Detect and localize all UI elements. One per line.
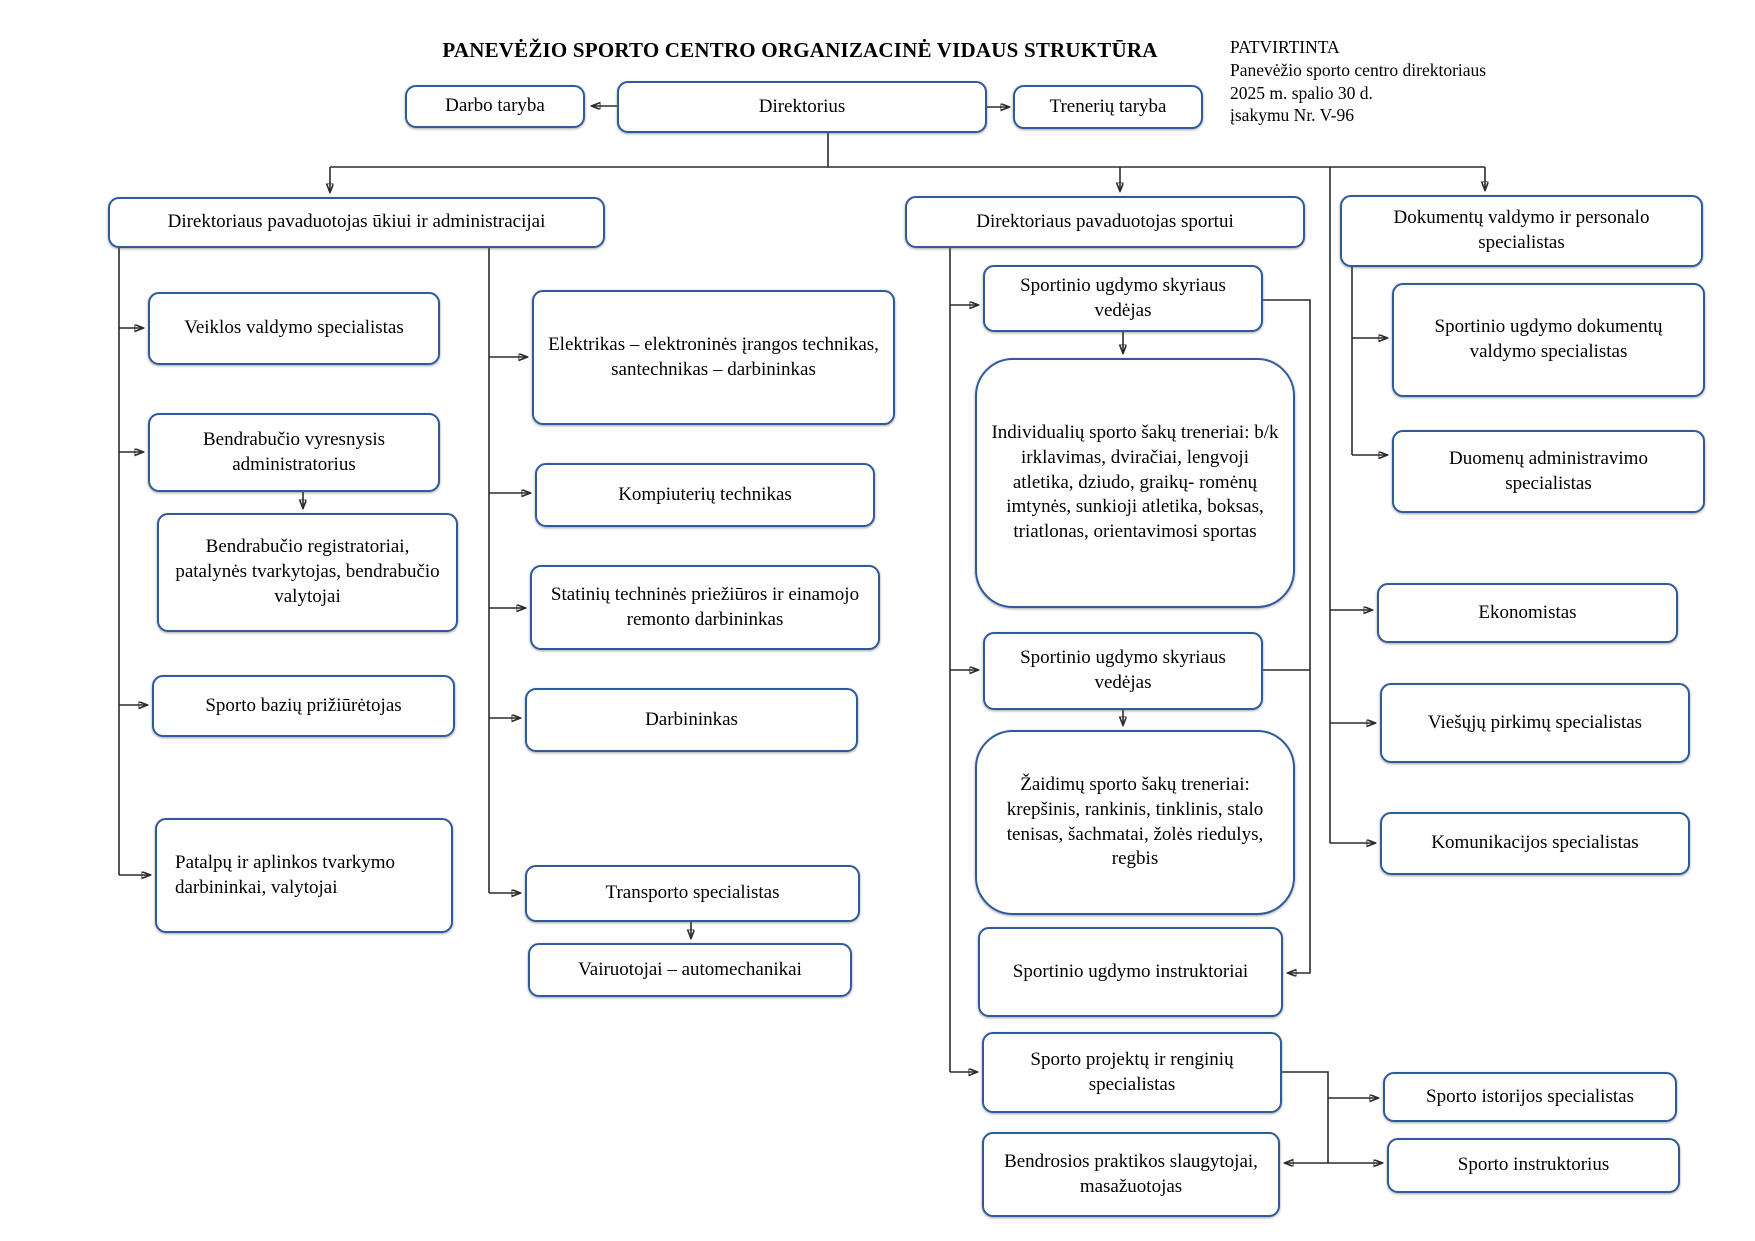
node-ugdymo-vedejas-1: Sportinio ugdymo skyriaus vedėjas — [983, 265, 1263, 332]
node-statiniu-prieziuros: Statinių techninės priežiūros ir einamoj… — [530, 565, 880, 650]
node-patalpu-tvarkymo: Patalpų ir aplinkos tvarkymo darbininkai… — [155, 818, 453, 933]
node-bendrabucio-administratorius: Bendrabučio vyresnysis administratorius — [148, 413, 440, 492]
node-pavaduotojas-sportui: Direktoriaus pavaduotojas sportui — [905, 196, 1305, 248]
node-pavaduotojas-ukiui: Direktoriaus pavaduotojas ūkiui ir admin… — [108, 197, 605, 248]
node-ugdymo-dokumentu: Sportinio ugdymo dokumentų valdymo speci… — [1392, 283, 1705, 397]
node-individualiu-treneriai: Individualių sporto šakų treneriai: b/k … — [975, 358, 1295, 608]
approval-note: PATVIRTINTA Panevėžio sporto centro dire… — [1230, 36, 1540, 127]
node-ugdymo-instruktoriai: Sportinio ugdymo instruktoriai — [978, 927, 1283, 1017]
node-elektrikas: Elektrikas – elektroninės įrangos techni… — [532, 290, 895, 425]
node-ekonomistas: Ekonomistas — [1377, 583, 1678, 643]
node-direktorius: Direktorius — [617, 81, 987, 133]
node-vairuotojai: Vairuotojai – automechanikai — [528, 943, 852, 997]
approval-line-4: įsakymu Nr. V-96 — [1230, 105, 1354, 126]
node-darbo-taryba: Darbo taryba — [405, 85, 585, 128]
node-dokumentu-personalo: Dokumentų valdymo ir personalo specialis… — [1340, 195, 1703, 267]
node-duomenu-administravimo: Duomenų administravimo specialistas — [1392, 430, 1705, 513]
node-komunikacijos: Komunikacijos specialistas — [1380, 812, 1690, 875]
node-bendrosios-praktikos: Bendrosios praktikos slaugytojai, masažu… — [982, 1132, 1280, 1217]
node-bendrabucio-registratoriai: Bendrabučio registratoriai, patalynės tv… — [157, 513, 458, 632]
node-viesuju-pirkimu: Viešųjų pirkimų specialistas — [1380, 683, 1690, 763]
approval-line-2: Panevėžio sporto centro direktoriaus — [1230, 59, 1487, 80]
node-transporto-specialistas: Transporto specialistas — [525, 865, 860, 922]
node-zaidimu-treneriai: Žaidimų sporto šakų treneriai: krepšinis… — [975, 730, 1295, 915]
node-istorijos-specialistas: Sporto istorijos specialistas — [1383, 1072, 1677, 1122]
node-sporto-instruktorius: Sporto instruktorius — [1387, 1138, 1680, 1193]
node-veiklos-valdymo: Veiklos valdymo specialistas — [148, 292, 440, 365]
node-treneriu-taryba: Trenerių taryba — [1013, 85, 1203, 129]
node-sporto-baziu-priziuretojas: Sporto bazių prižiūrėtojas — [152, 675, 455, 737]
page-title: PANEVĖŽIO SPORTO CENTRO ORGANIZACINĖ VID… — [442, 38, 1158, 62]
approval-line-1: PATVIRTINTA — [1230, 37, 1340, 57]
node-ugdymo-vedejas-2: Sportinio ugdymo skyriaus vedėjas — [983, 632, 1263, 710]
node-projektu-specialistas: Sporto projektų ir renginių specialistas — [982, 1032, 1282, 1113]
node-darbininkas: Darbininkas — [525, 688, 858, 752]
node-kompiuteriu-technikas: Kompiuterių technikas — [535, 463, 875, 527]
approval-line-3: 2025 m. spalio 30 d. — [1230, 82, 1373, 103]
